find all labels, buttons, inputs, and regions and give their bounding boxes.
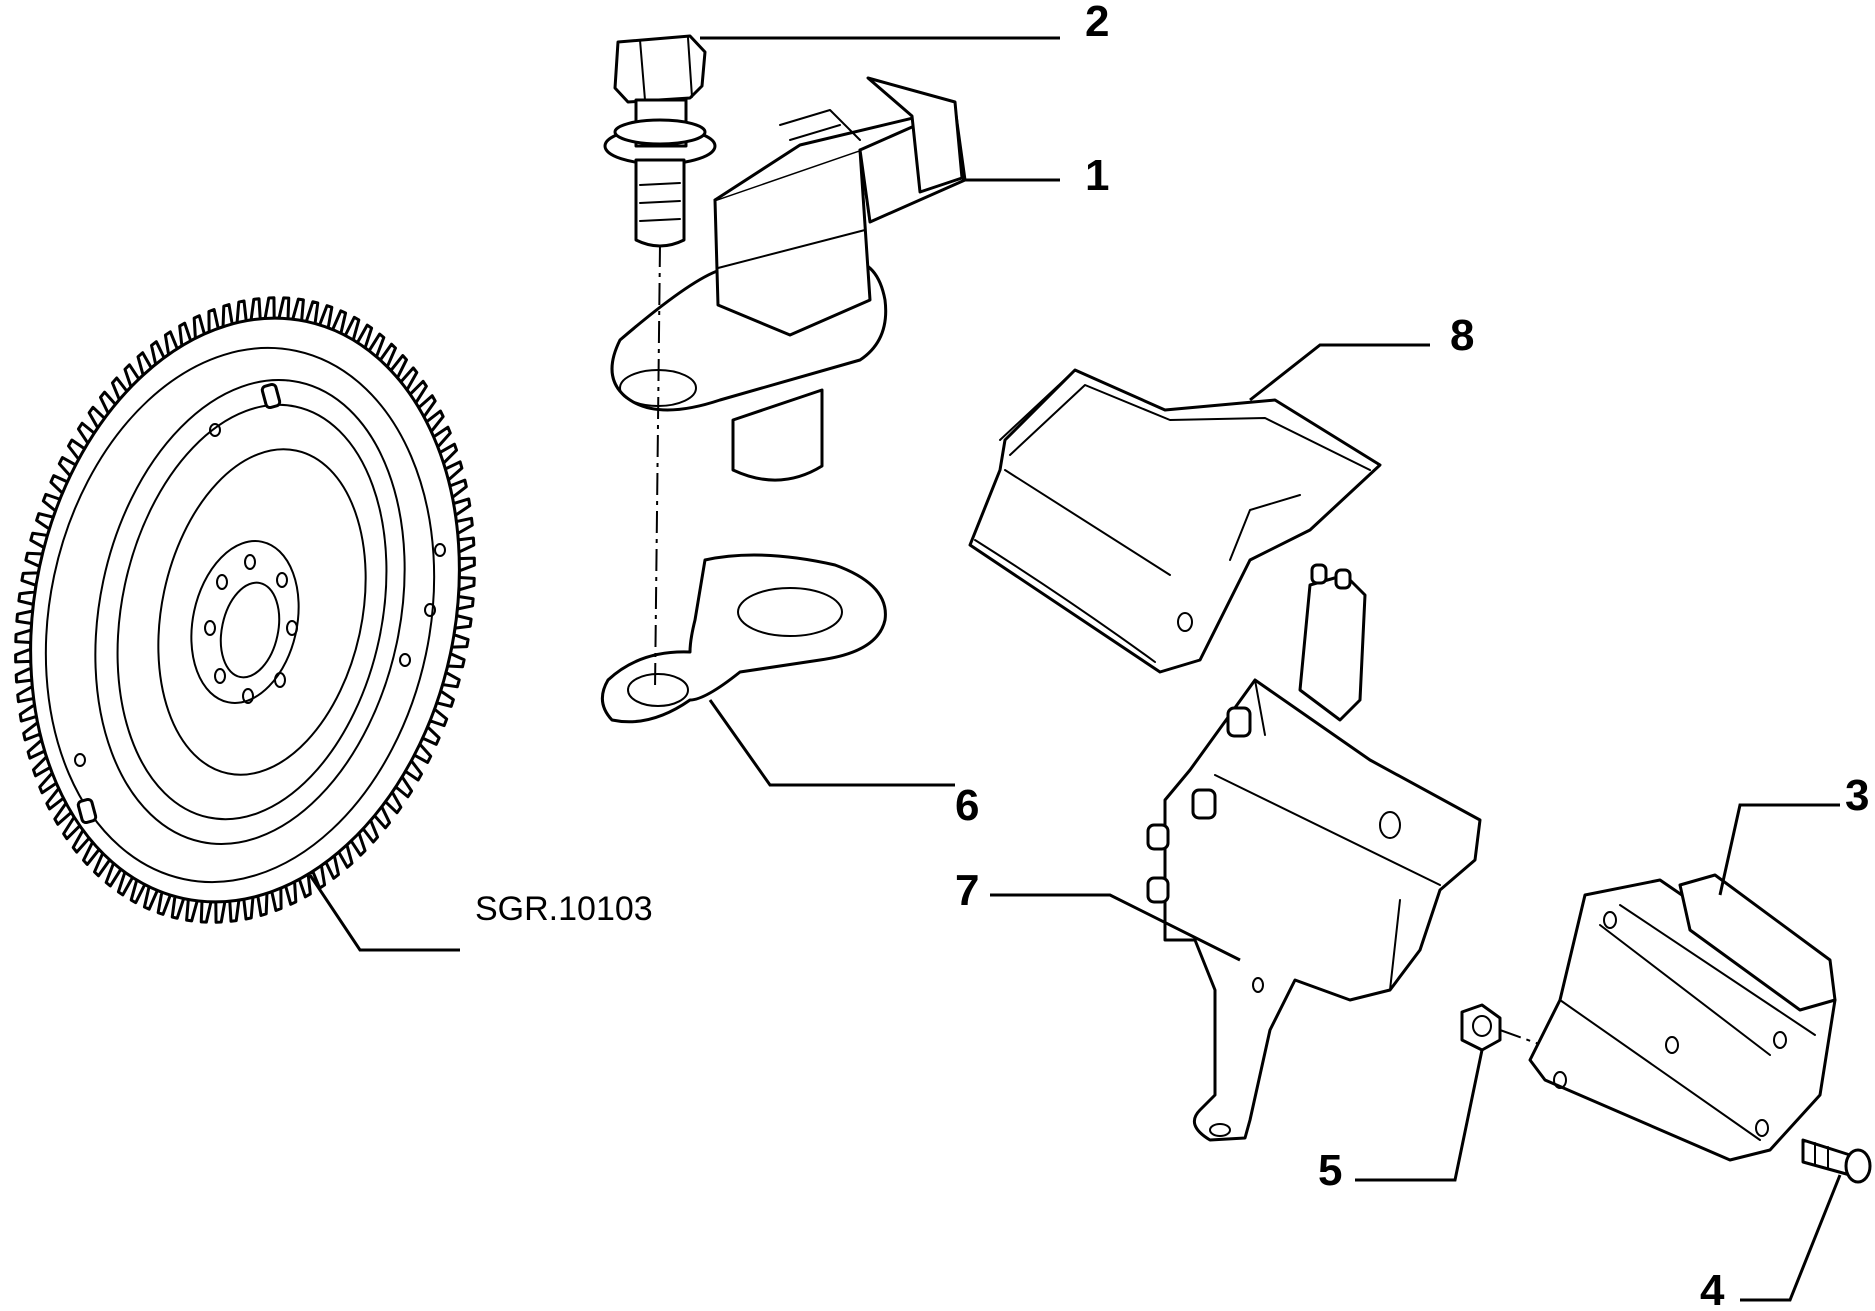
leader-lines	[308, 36, 1842, 1302]
callout-3: 3	[1845, 771, 1869, 820]
callout-5: 5	[1318, 1146, 1342, 1195]
callout-2: 2	[1085, 0, 1109, 46]
bolt-part-2	[603, 34, 717, 248]
flywheel-bolt-holes	[204, 554, 298, 704]
nut-part-5	[1460, 1003, 1502, 1052]
reference-code: SGR.10103	[475, 890, 653, 928]
callout-labels: 2 1 8 3 6 7 5 4 SGR.10103	[475, 0, 1869, 1311]
cover-part-8	[968, 368, 1382, 674]
callout-6: 6	[955, 781, 979, 830]
ecu-part-3	[1528, 873, 1837, 1162]
callout-8: 8	[1450, 311, 1474, 360]
callout-1: 1	[1085, 151, 1109, 200]
alignment-line-sensor	[654, 244, 661, 691]
bracket-part-7	[1146, 563, 1482, 1142]
flywheel	[14, 296, 476, 924]
sensor-part-1	[610, 76, 967, 482]
screw-part-4	[1801, 1138, 1872, 1184]
gasket-part-6	[600, 553, 887, 724]
callout-4: 4	[1700, 1266, 1725, 1311]
callout-7: 7	[955, 866, 979, 915]
flywheel-outer-holes	[74, 382, 446, 825]
